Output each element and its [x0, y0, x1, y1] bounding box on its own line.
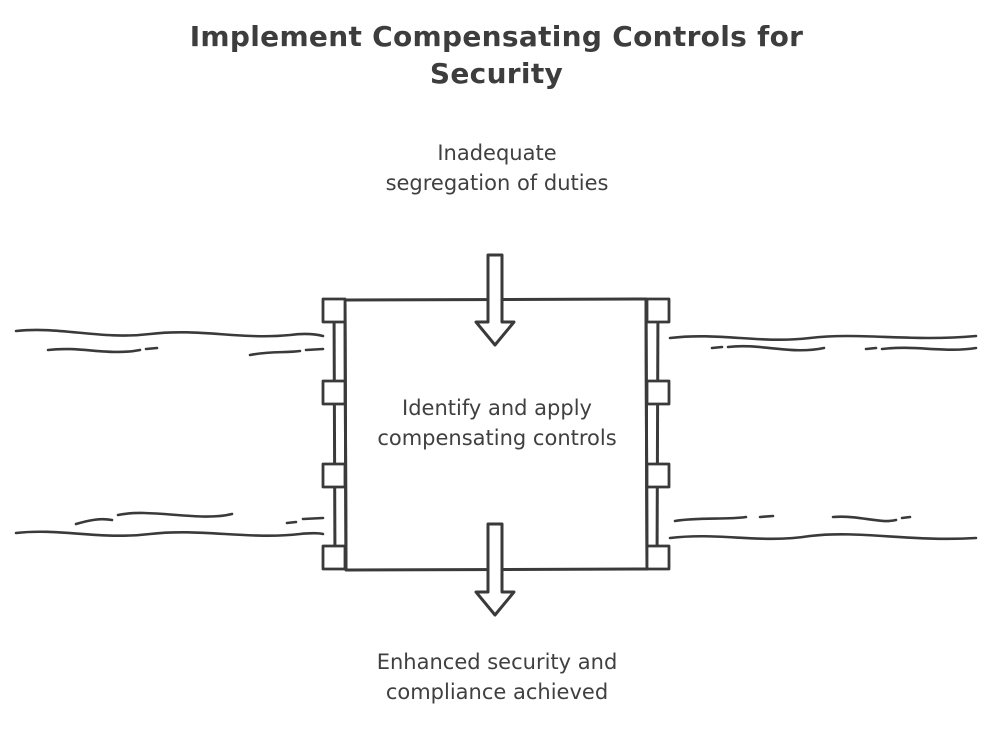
river-left-bottom-ripple-2 [116, 511, 234, 518]
left-block-1 [321, 297, 347, 324]
river-right [668, 334, 978, 541]
left-block-3 [321, 462, 347, 489]
river-right-bottom-ripple-2 [758, 514, 775, 519]
left-post-inner [343, 299, 348, 571]
left-block-2 [321, 379, 347, 406]
river-right-bottom-bank [668, 533, 978, 541]
right-block-4 [645, 544, 671, 571]
river-left-bottom-bank [14, 530, 325, 538]
output-label: Enhanced security and compliance achieve… [376, 650, 618, 704]
river-right-top-ripple-1 [710, 345, 724, 350]
river-right-top-ripple-3 [864, 346, 878, 351]
output-arrow [474, 522, 516, 617]
river-left-bottom-ripple-3 [285, 520, 298, 525]
right-post-inner [644, 299, 649, 571]
river-left-top-ripple-3 [248, 349, 302, 357]
left-post-blocks [321, 297, 347, 571]
right-block-1 [645, 297, 671, 324]
right-post-outer [655, 299, 660, 571]
right-block-3 [645, 462, 671, 489]
river-left-top-bank [14, 328, 325, 338]
diagram-title: Implement Compensating Controls for Secu… [189, 20, 804, 90]
river-left [14, 328, 325, 538]
river-left-top-ripple-1 [46, 347, 142, 354]
river-left-top-ripple-2 [144, 346, 159, 351]
river-right-bottom-ripple-1 [673, 515, 748, 523]
left-post-outer [332, 299, 337, 571]
river-right-bottom-ripple-4 [900, 515, 912, 520]
process-label: Identify and apply compensating controls [377, 396, 617, 450]
river-left-top-ripple-4 [304, 347, 325, 352]
input-label: Inadequate segregation of duties [385, 141, 609, 195]
river-left-bottom-ripple-4 [301, 516, 325, 521]
river-right-top-ripple-4 [880, 346, 978, 351]
river-left-bottom-ripple-1 [74, 517, 114, 526]
input-arrow [474, 253, 516, 347]
river-right-bottom-ripple-3 [831, 515, 898, 523]
right-post-blocks [645, 297, 671, 571]
left-block-4 [321, 544, 347, 571]
right-block-2 [645, 379, 671, 406]
river-right-top-bank [668, 334, 978, 341]
river-right-top-ripple-2 [726, 344, 826, 352]
